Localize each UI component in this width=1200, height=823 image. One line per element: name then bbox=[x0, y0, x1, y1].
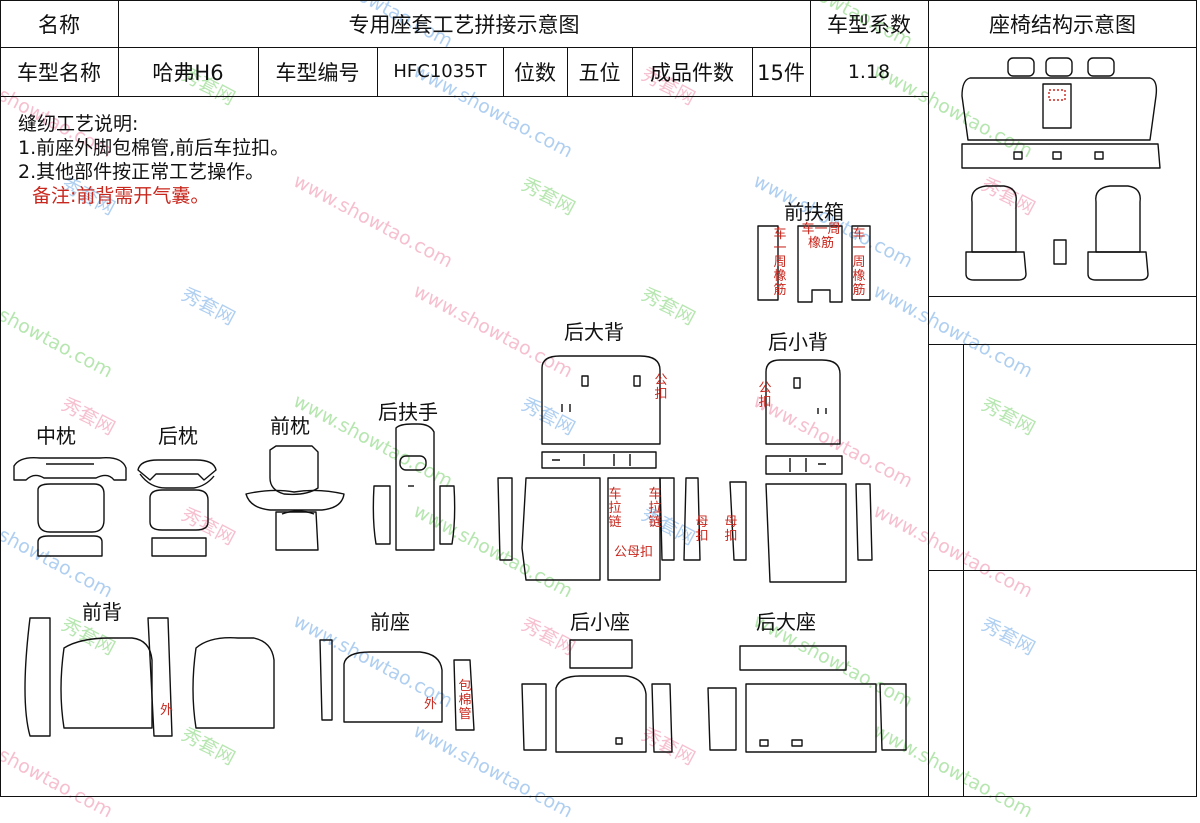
grid-line bbox=[503, 47, 504, 96]
coefficient-value: 1.18 bbox=[847, 60, 891, 83]
notes-remark: 备注:前背需开气囊。 bbox=[32, 185, 210, 207]
grid-line bbox=[258, 47, 259, 96]
note-wrap-pipe: 包棉管 bbox=[458, 679, 472, 722]
sewing-notes: 缝纫工艺说明: 1.前座外脚包棉管,前后车拉扣。 2.其他部件按正常工艺操作。 … bbox=[18, 112, 289, 208]
note-zip-left: 车拉链 bbox=[608, 487, 622, 530]
label-rear-small-back: 后小背 bbox=[768, 330, 828, 354]
grid-line bbox=[928, 296, 1197, 297]
label-rear-big-back: 后大背 bbox=[564, 320, 624, 344]
rear-big-back-pattern bbox=[497, 355, 701, 581]
grid-line bbox=[928, 0, 929, 797]
note-zip-right: 车拉链 bbox=[648, 487, 662, 530]
grid-line bbox=[377, 47, 378, 96]
notes-line-2: 2.其他部件按正常工艺操作。 bbox=[18, 161, 265, 183]
pieces-value: 15件 bbox=[757, 60, 805, 85]
grid-line bbox=[118, 0, 119, 96]
grid-line bbox=[0, 47, 1197, 48]
sheet-frame bbox=[0, 0, 1197, 797]
front-back-pattern bbox=[24, 617, 275, 737]
model-name-label: 车型名称 bbox=[17, 60, 101, 85]
model-code-value: HFC1035T bbox=[393, 61, 487, 82]
front-pillow-pattern bbox=[245, 445, 345, 551]
label-front-armbox: 前扶箱 bbox=[784, 200, 844, 224]
rear-armrest-pattern bbox=[372, 423, 456, 551]
name-label: 名称 bbox=[38, 12, 80, 37]
label-rear-pillow: 后枕 bbox=[158, 424, 198, 448]
grid-line bbox=[928, 570, 1197, 571]
front-armbox-pattern bbox=[757, 225, 871, 303]
note-male-buckle-big-back: 公扣 bbox=[654, 373, 668, 402]
note-sew-rubber-left: 车一周橡筋 bbox=[773, 227, 787, 298]
seat-structure-diagram bbox=[961, 57, 1161, 281]
coef-label: 车型系数 bbox=[827, 12, 911, 37]
label-mid-pillow: 中枕 bbox=[36, 424, 76, 448]
pattern-drawing bbox=[13, 57, 1161, 753]
grid-line bbox=[752, 47, 753, 96]
rear-big-seat-pattern bbox=[707, 645, 907, 753]
note-sew-rubber-top: 车一周橡筋 bbox=[801, 222, 841, 251]
label-front-pillow: 前枕 bbox=[270, 414, 310, 438]
note-female-buckle-2: 母扣 bbox=[724, 515, 738, 544]
structure-label: 座椅结构示意图 bbox=[989, 12, 1136, 37]
note-outer-back: 外 bbox=[160, 703, 174, 718]
rear-small-back-pattern bbox=[729, 359, 873, 583]
model-name-value: 哈弗H6 bbox=[152, 60, 224, 85]
grid-line bbox=[632, 47, 633, 96]
mid-pillow-pattern bbox=[13, 456, 127, 557]
grid-line bbox=[567, 47, 568, 96]
note-outer-seat: 外 bbox=[424, 697, 438, 712]
seats-value: 五位 bbox=[578, 60, 621, 85]
label-rear-big-seat: 后大座 bbox=[756, 610, 816, 634]
seats-label: 位数 bbox=[514, 60, 556, 85]
label-rear-small-seat: 后小座 bbox=[570, 610, 630, 634]
grid-line bbox=[810, 0, 811, 96]
note-male-female-buckle: 公母扣 bbox=[614, 545, 654, 560]
note-female-buckle-1: 母扣 bbox=[695, 515, 709, 544]
sheet-title: 专用座套工艺拼接示意图 bbox=[348, 12, 580, 37]
grid-line bbox=[928, 344, 1197, 345]
notes-heading: 缝纫工艺说明: bbox=[18, 113, 139, 135]
note-male-buckle-small-back: 公扣 bbox=[758, 381, 772, 410]
grid-line bbox=[0, 96, 928, 97]
model-code-label: 车型编号 bbox=[275, 60, 360, 85]
front-seat-pattern bbox=[319, 639, 475, 731]
label-front-back: 前背 bbox=[82, 600, 122, 624]
grid-line bbox=[963, 344, 964, 797]
rear-pillow-pattern bbox=[137, 459, 217, 557]
label-front-seat: 前座 bbox=[370, 610, 410, 634]
note-sew-rubber-right: 车一周橡筋 bbox=[852, 227, 866, 298]
rear-small-seat-pattern bbox=[521, 639, 673, 753]
notes-line-1: 1.前座外脚包棉管,前后车拉扣。 bbox=[18, 137, 290, 159]
pieces-label: 成品件数 bbox=[650, 60, 734, 85]
label-rear-armrest: 后扶手 bbox=[378, 400, 438, 424]
